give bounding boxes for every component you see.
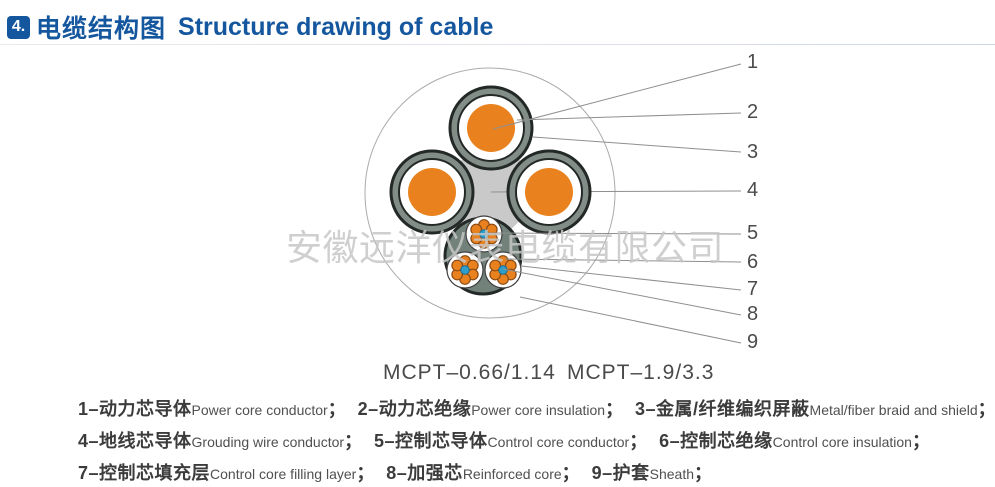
legend-item-en: Control core conductor — [487, 434, 630, 450]
callout-number-3: 3 — [747, 141, 758, 163]
legend-item-8: 8–加强芯Reinforced core； — [386, 463, 581, 483]
legend-item-2: 2–动力芯绝缘Power core insulation； — [357, 399, 624, 419]
legend-item-en: Power core conductor — [191, 402, 328, 418]
legend-item-zh: 5–控制芯导体 — [374, 431, 488, 451]
legend-item-zh: 2–动力芯绝缘 — [357, 399, 472, 419]
legend-item-4: 4–地线芯导体Grouding wire conductor； — [78, 431, 363, 451]
model-label-2: MCPT–1.9/3.3 — [567, 361, 715, 384]
legend-item-en: Reinforced core — [462, 466, 562, 482]
callout-line-7 — [520, 265, 742, 291]
legend-item-3: 3–金属/纤维编织屏蔽Metal/fiber braid and shield； — [635, 399, 995, 419]
legend-item-zh: 4–地线芯导体 — [78, 431, 192, 451]
legend-separator: ； — [327, 399, 347, 419]
legend-item-7: 7–控制芯填充层Control core filling layer； — [78, 463, 375, 483]
legend-separator: ； — [356, 463, 375, 483]
cable-structure-diagram: 1 2 3 4 5 6 7 8 9 — [364, 51, 758, 353]
legend: 1–动力芯导体Power core conductor； 2–动力芯绝缘Powe… — [78, 394, 995, 487]
legend-item-zh: 1–动力芯导体 — [78, 399, 192, 419]
legend-item-6: 6–控制芯绝缘Control core insulation； — [659, 431, 931, 451]
header-divider — [0, 44, 995, 45]
callout-number-1: 1 — [747, 51, 758, 73]
legend-item-en: Control core insulation — [772, 434, 912, 450]
callout-number-5: 5 — [747, 222, 758, 244]
callout-number-9: 9 — [747, 331, 758, 353]
legend-item-5: 5–控制芯导体Control core conductor； — [374, 431, 648, 451]
callout-number-8: 8 — [747, 303, 758, 325]
legend-separator: ； — [977, 399, 995, 419]
legend-item-zh: 7–控制芯填充层 — [78, 463, 211, 483]
control-core-1 — [466, 216, 502, 252]
sheath-circle — [364, 67, 616, 319]
callout-line-1 — [492, 63, 742, 130]
page-title-zh: 电缆结构图 — [36, 15, 167, 43]
callout-number-2: 2 — [747, 101, 758, 123]
legend-separator: ； — [605, 399, 624, 419]
control-core-3 — [485, 252, 521, 288]
callout-number-6: 6 — [747, 251, 758, 273]
legend-separator: ； — [629, 431, 648, 451]
callout-line-6 — [504, 258, 742, 263]
legend-item-en: Power core insulation — [471, 402, 606, 418]
control-core-2 — [447, 252, 483, 288]
callout-line-5 — [485, 232, 742, 235]
power-core-left — [389, 149, 475, 235]
legend-item-zh: 3–金属/纤维编织屏蔽 — [635, 399, 810, 419]
legend-item-en: Grouding wire conductor — [191, 434, 345, 450]
callout-line-3 — [532, 136, 742, 153]
legend-line-3: 7–控制芯填充层Control core filling layer； 8–加强… — [78, 458, 991, 487]
legend-line-1: 1–动力芯导体Power core conductor； 2–动力芯绝缘Powe… — [78, 394, 995, 426]
legend-item-9: 9–护套Sheath； — [591, 463, 713, 483]
legend-item-zh: 6–控制芯绝缘 — [659, 431, 773, 451]
callout-number-4: 4 — [747, 179, 758, 201]
power-core-top — [448, 85, 534, 171]
legend-item-en: Control core filling layer — [210, 466, 357, 482]
legend-separator: ； — [344, 431, 363, 451]
page-header: 4. 电缆结构图 Structure drawing of cable — [7, 9, 493, 45]
callout-line-9 — [519, 296, 742, 344]
legend-item-1: 1–动力芯导体Power core conductor； — [78, 399, 347, 419]
legend-separator: ； — [694, 463, 713, 483]
legend-line-2: 4–地线芯导体Grouding wire conductor； 5–控制芯导体C… — [78, 426, 991, 458]
legend-separator: ； — [561, 463, 581, 483]
power-core-right — [506, 149, 592, 235]
legend-item-en: Sheath — [649, 466, 694, 482]
callout-line-2 — [516, 112, 742, 121]
legend-item-zh: 8–加强芯 — [386, 463, 463, 483]
callout-line-8 — [502, 268, 742, 316]
page-title-en: Structure drawing of cable — [178, 12, 494, 41]
callout-number-7: 7 — [747, 278, 758, 300]
legend-item-en: Metal/fiber braid and shield — [809, 402, 978, 418]
legend-item-zh: 9–护套 — [591, 463, 650, 483]
legend-separator: ； — [911, 431, 931, 451]
model-label-1: MCPT–0.66/1.14 — [383, 361, 556, 384]
section-number-badge: 4. — [7, 15, 30, 39]
